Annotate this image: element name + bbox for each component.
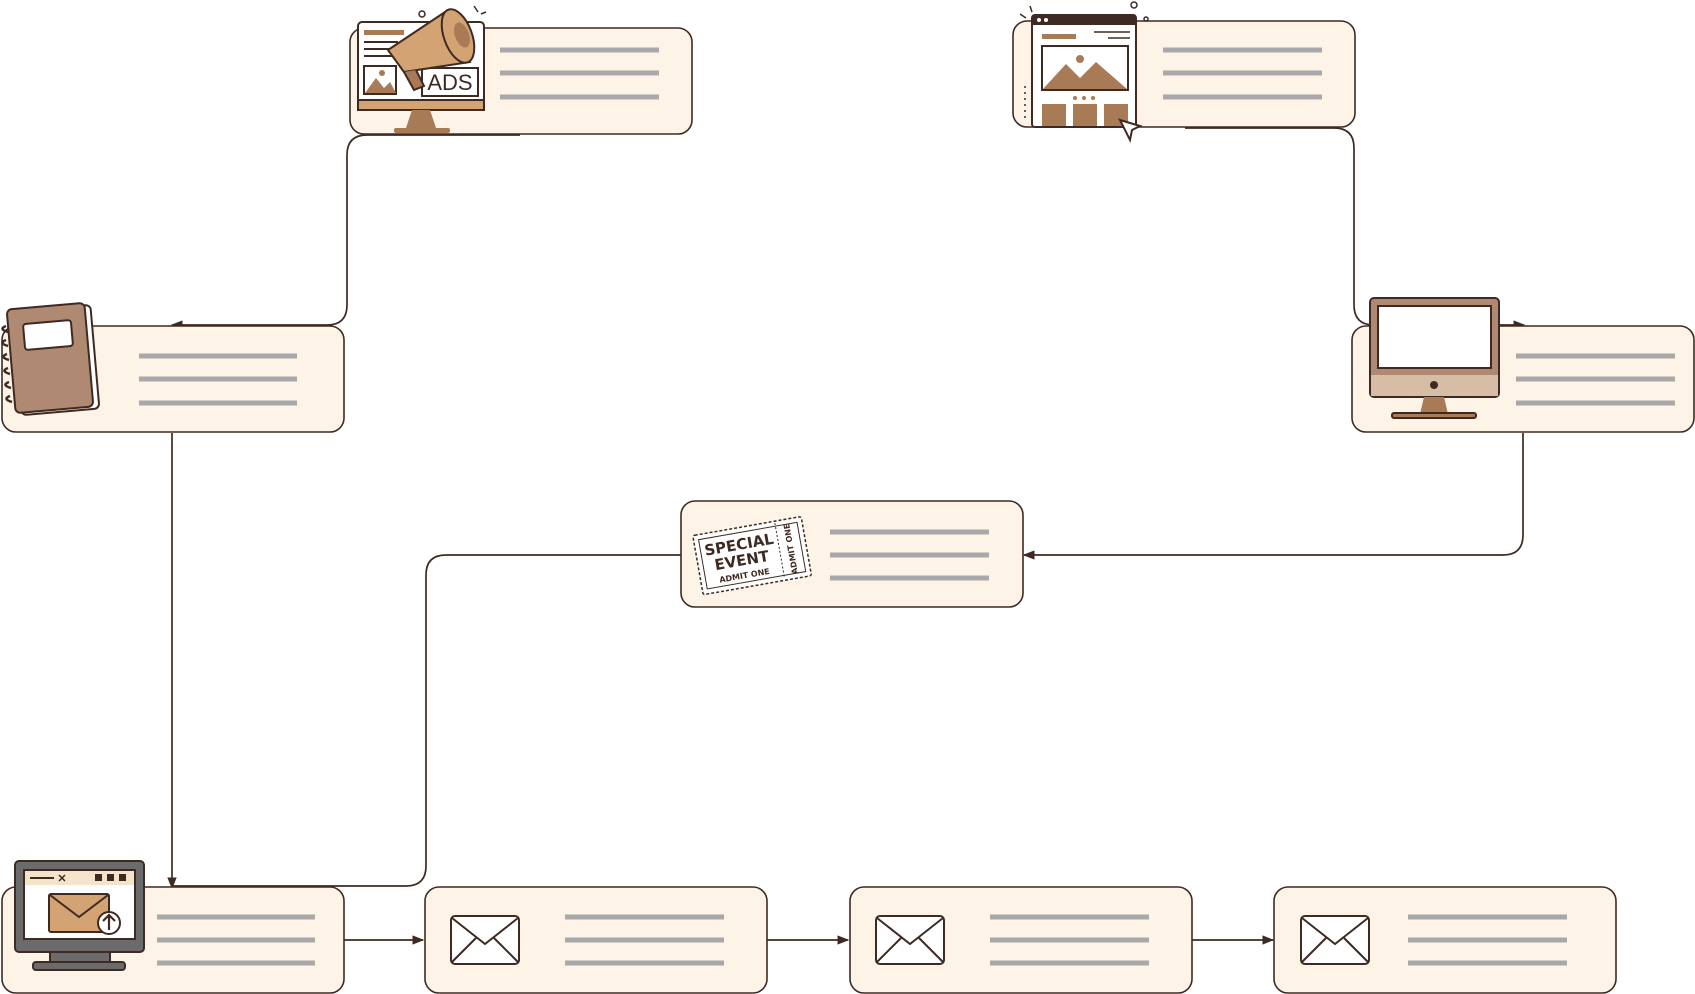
placeholder-lines <box>1163 47 1322 100</box>
ads-megaphone-monitor-icon: ADS <box>357 5 487 133</box>
special-event-ticket-icon: SPECIAL EVENT ADMIT ONE ADMIT ONE <box>692 516 812 596</box>
placeholder-lines <box>1408 914 1567 966</box>
node-email-send[interactable] <box>1 860 345 994</box>
desktop-computer-icon <box>1369 297 1500 419</box>
connector-ads-to-notebook <box>170 134 520 330</box>
placeholder-lines <box>990 914 1149 966</box>
node-email-3[interactable] <box>1273 886 1617 994</box>
envelope-icon <box>875 915 945 965</box>
notebook-icon <box>1 302 100 416</box>
placeholder-lines <box>139 353 297 406</box>
node-notebook[interactable] <box>1 302 345 433</box>
envelope-icon <box>1300 915 1370 965</box>
placeholder-lines <box>830 529 989 581</box>
node-desktop[interactable] <box>1351 297 1695 433</box>
email-upload-computer-icon <box>14 860 145 971</box>
svg-text:ADS: ADS <box>427 70 472 95</box>
connector-webpage-to-desktop <box>1185 127 1526 330</box>
placeholder-lines <box>565 914 724 966</box>
node-email-1[interactable] <box>424 886 768 994</box>
placeholder-lines <box>157 914 315 966</box>
node-webpage[interactable] <box>1012 1 1356 144</box>
connectors <box>167 127 1526 945</box>
connector-desktop-to-event <box>1022 433 1524 560</box>
placeholder-lines <box>500 47 659 100</box>
node-event[interactable]: SPECIAL EVENT ADMIT ONE ADMIT ONE <box>680 500 1024 608</box>
connector-event-to-email-send <box>172 554 681 887</box>
node-email-2[interactable] <box>849 886 1193 994</box>
node-ads[interactable]: ADS <box>349 5 693 135</box>
placeholder-lines <box>1516 353 1675 406</box>
webpage-layout-icon <box>1019 1 1149 144</box>
envelope-icon <box>450 915 520 965</box>
